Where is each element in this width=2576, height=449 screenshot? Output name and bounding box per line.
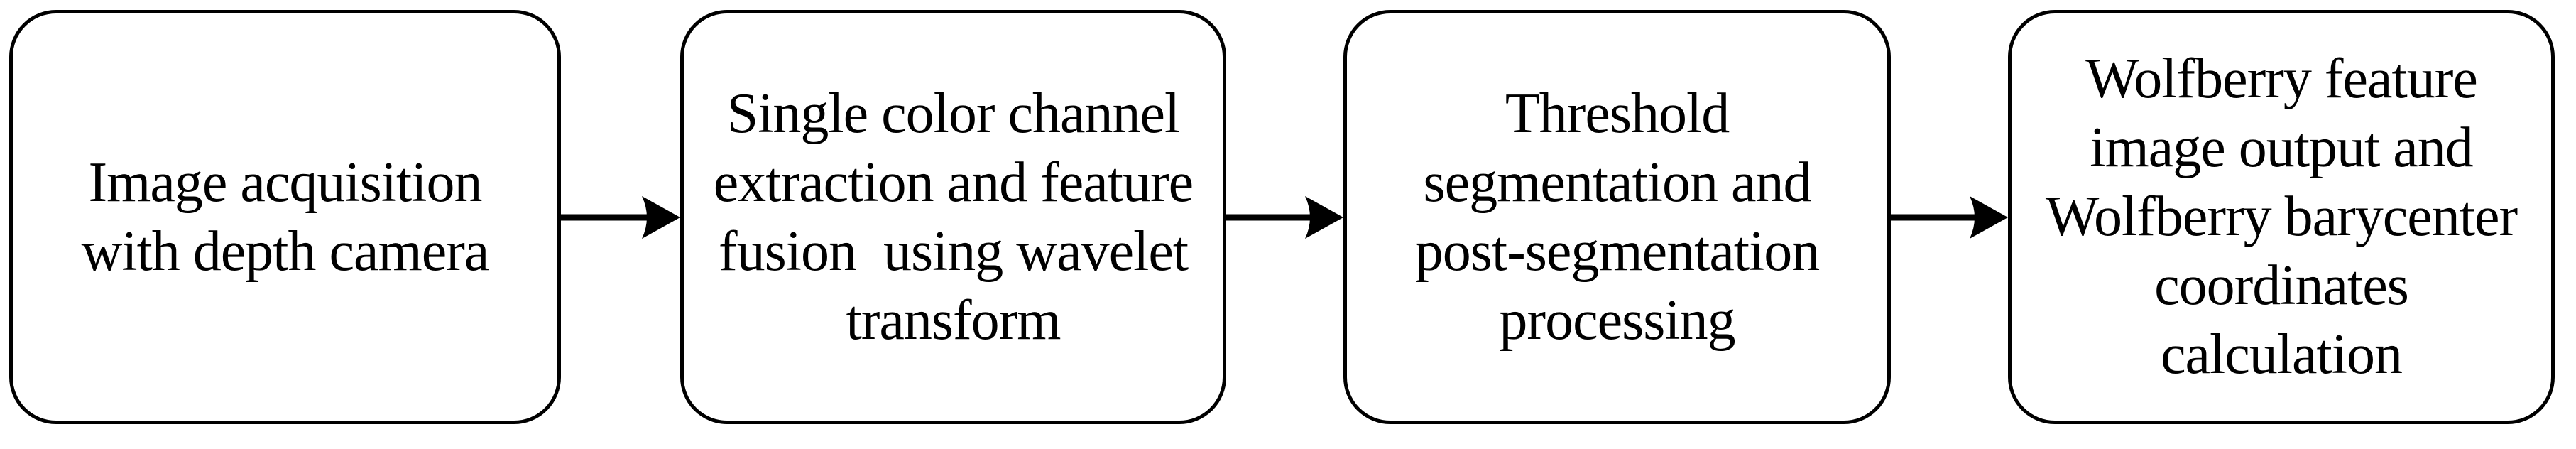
flow-node-label: Single color channel extraction and feat…: [713, 82, 1194, 352]
arrow-right-icon: [1891, 196, 2008, 239]
flow-node-image-acquisition: Image acquisition with depth camera: [9, 10, 561, 424]
flow-node-label: Wolfberry feature image output and Wolfb…: [2045, 48, 2518, 386]
flow-node-label: Image acquisition with depth camera: [81, 151, 490, 283]
flow-node-channel-extraction-fusion: Single color channel extraction and feat…: [680, 10, 1226, 424]
flow-node-label: Threshold segmentation and post-segmenta…: [1414, 82, 1821, 352]
arrow-right-icon: [561, 196, 680, 239]
flow-node-threshold-segmentation: Threshold segmentation and post-segmenta…: [1343, 10, 1891, 424]
arrow-right-icon: [1226, 196, 1343, 239]
flow-node-wolfberry-output: Wolfberry feature image output and Wolfb…: [2008, 10, 2555, 424]
